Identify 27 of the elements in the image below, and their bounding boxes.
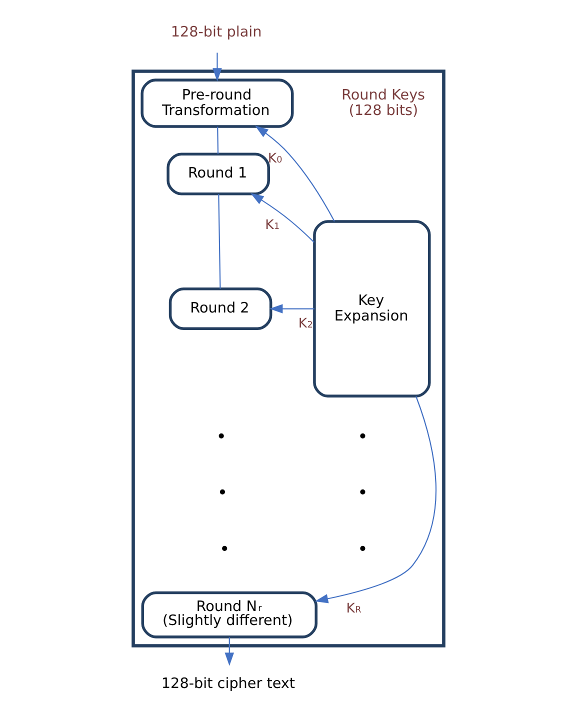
node-box: Key Expansion xyxy=(312,220,430,398)
connector xyxy=(216,126,218,154)
edge-label: K2 xyxy=(298,316,312,332)
edge-label: KR xyxy=(346,601,361,616)
label: • xyxy=(216,427,226,448)
label: • xyxy=(216,484,228,504)
arrow xyxy=(224,637,234,666)
label: • xyxy=(357,484,368,504)
arrow xyxy=(250,193,314,243)
arrow xyxy=(268,304,314,314)
arrow xyxy=(314,396,436,604)
label: • xyxy=(357,540,368,560)
label: • xyxy=(357,427,368,448)
cluster xyxy=(131,70,445,648)
node-text: 128-bit plain xyxy=(170,24,262,40)
node-box: Pre-round Transformation xyxy=(140,78,294,128)
node-box: Round Nr (Slightly different) xyxy=(140,591,317,638)
arrow xyxy=(212,52,222,82)
node-box: Round 1 xyxy=(166,152,270,196)
connector xyxy=(218,194,220,289)
edge-label: K0 xyxy=(267,152,282,167)
node-box: Round 2 xyxy=(168,288,272,330)
label: Round Keys (128 bits) xyxy=(341,87,425,119)
label: • xyxy=(218,540,230,560)
arrow xyxy=(254,126,334,222)
node-text: 128-bit cipher text xyxy=(160,676,295,692)
edge-label: K1 xyxy=(264,218,280,233)
